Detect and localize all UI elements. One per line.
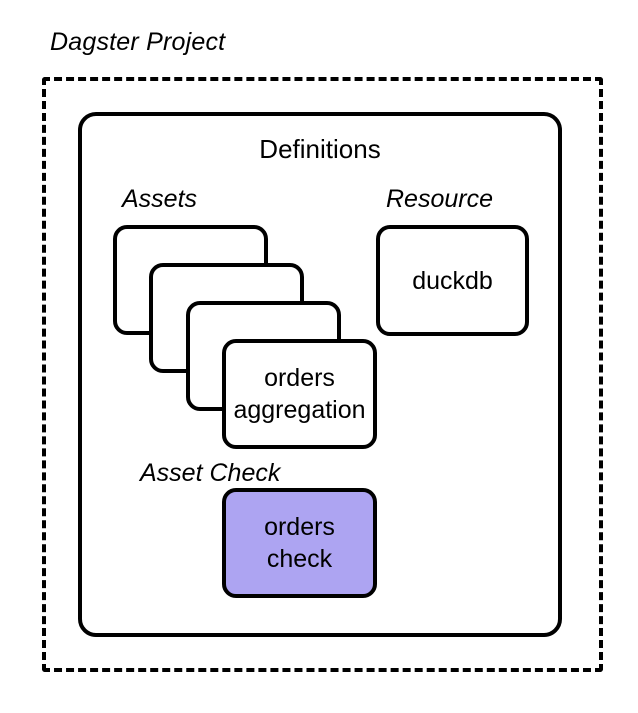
orders-check-line2: check: [266, 545, 333, 573]
project-title: Dagster Project: [50, 28, 226, 56]
orders-aggregation-line1: orders: [264, 364, 335, 392]
orders-aggregation-line2: aggregation: [233, 396, 366, 424]
orders-check-line1: orders: [264, 513, 335, 541]
assets-group-label: Assets: [122, 185, 198, 213]
duckdb-label: duckdb: [412, 266, 493, 295]
asset-node-orders-aggregation[interactable]: orders aggregation: [222, 339, 377, 449]
project-boundary: [42, 77, 603, 672]
definitions-title: Definitions: [259, 134, 381, 164]
asset-check-group-label: Asset Check: [140, 458, 280, 489]
asset-check-node-orders-check[interactable]: orders check: [222, 488, 377, 598]
resource-group-label: Resource: [386, 185, 493, 213]
asset-check-label-line2: Check: [209, 459, 281, 487]
resource-node-duckdb[interactable]: duckdb: [376, 225, 529, 336]
asset-check-label-line1: Asset: [140, 459, 203, 487]
